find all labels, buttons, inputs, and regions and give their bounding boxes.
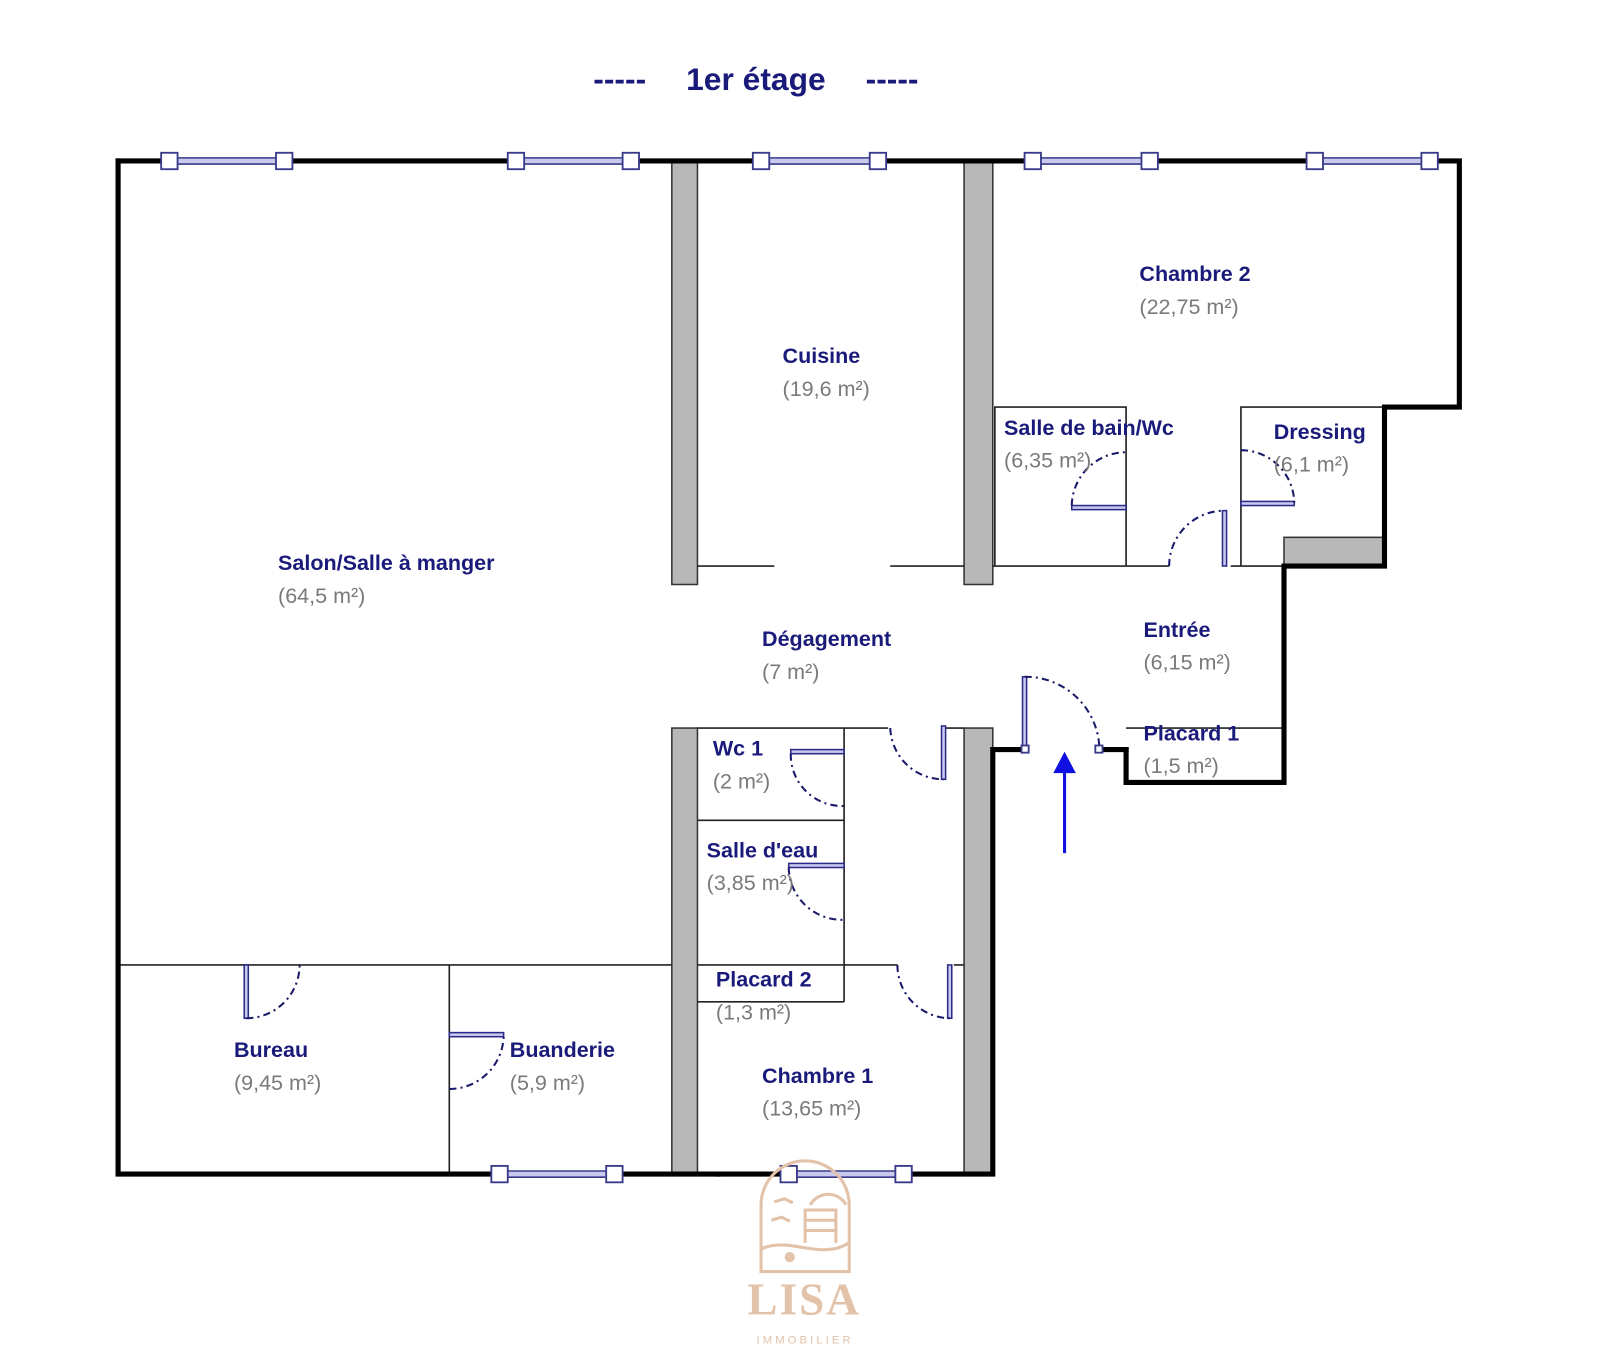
room-area: (1,5 m²) — [1144, 754, 1219, 778]
room-label: Salle d'eau (3,85 m²) — [707, 838, 819, 895]
room-area: (3,85 m²) — [707, 871, 794, 895]
room-name: Placard 2 — [716, 967, 812, 991]
room-area: (6,35 m²) — [1004, 449, 1091, 473]
room-name: Entrée — [1144, 618, 1211, 642]
window — [160, 151, 294, 171]
doors — [243, 449, 1296, 1091]
room-label: Placard 2 (1,3 m²) — [716, 967, 812, 1024]
room-area: (64,5 m²) — [278, 584, 365, 608]
room-area: (5,9 m²) — [510, 1071, 585, 1095]
room-name: Wc 1 — [713, 737, 763, 761]
room-name: Bureau — [234, 1038, 308, 1062]
room-name: Chambre 1 — [762, 1064, 873, 1088]
plan-title: ----- 1er étage ----- — [593, 61, 918, 97]
room-label: Salon/Salle à manger (64,5 m²) — [278, 551, 495, 608]
lisa-logo: LISA IMMOBILIER — [747, 1159, 861, 1346]
window — [751, 151, 888, 171]
title-text: 1er étage — [686, 61, 826, 97]
window — [506, 151, 640, 171]
window — [490, 1164, 624, 1184]
window — [1305, 151, 1439, 171]
room-label: Wc 1 (2 m²) — [713, 737, 770, 794]
title-dashes-right: ----- — [866, 61, 919, 97]
room-label: Chambre 2 (22,75 m²) — [1139, 262, 1250, 319]
room-labels: Chambre 2 (22,75 m²) Cuisine (19,6 m²) Salle… — [234, 262, 1366, 1121]
room-area: (2 m²) — [713, 770, 770, 794]
room-label: Dégagement (7 m²) — [762, 627, 891, 684]
room-name: Dressing — [1274, 420, 1366, 444]
room-area: (22,75 m²) — [1139, 295, 1238, 319]
window — [1023, 151, 1159, 171]
room-name: Salle de bain/Wc — [1004, 416, 1174, 440]
room-name: Cuisine — [783, 344, 861, 368]
room-name: Salle d'eau — [707, 838, 819, 862]
interior-bearing-walls — [671, 160, 1386, 1175]
logo-text: LISA — [747, 1275, 861, 1325]
room-label: Buanderie (5,9 m²) — [510, 1038, 615, 1095]
logo-subtext: IMMOBILIER — [757, 1334, 854, 1346]
room-label: Chambre 1 (13,65 m²) — [762, 1064, 873, 1121]
room-area: (19,6 m²) — [783, 377, 870, 401]
room-name: Salon/Salle à manger — [278, 551, 495, 575]
partition-walls — [118, 406, 1385, 1175]
room-label: Placard 1 (1,5 m²) — [1144, 721, 1240, 778]
room-area: (1,3 m²) — [716, 1000, 791, 1024]
room-label: Entrée (6,15 m²) — [1144, 618, 1231, 675]
room-area: (6,1 m²) — [1274, 453, 1349, 477]
window — [779, 1164, 913, 1184]
windows — [160, 151, 1439, 1184]
room-name: Chambre 2 — [1139, 262, 1250, 286]
room-area: (13,65 m²) — [762, 1097, 861, 1121]
room-name: Buanderie — [510, 1038, 615, 1062]
room-label: Cuisine (19,6 m²) — [783, 344, 870, 401]
room-name: Dégagement — [762, 627, 891, 651]
title-dashes-left: ----- — [593, 61, 646, 97]
room-label: Bureau (9,45 m²) — [234, 1038, 321, 1095]
room-label: Dressing (6,1 m²) — [1274, 420, 1366, 477]
room-name: Placard 1 — [1144, 721, 1240, 745]
room-area: (9,45 m²) — [234, 1071, 321, 1095]
room-area: (6,15 m²) — [1144, 651, 1231, 675]
room-area: (7 m²) — [762, 660, 819, 684]
entrance-arrow-icon — [1053, 751, 1076, 854]
room-label: Salle de bain/Wc (6,35 m²) — [1004, 416, 1174, 473]
